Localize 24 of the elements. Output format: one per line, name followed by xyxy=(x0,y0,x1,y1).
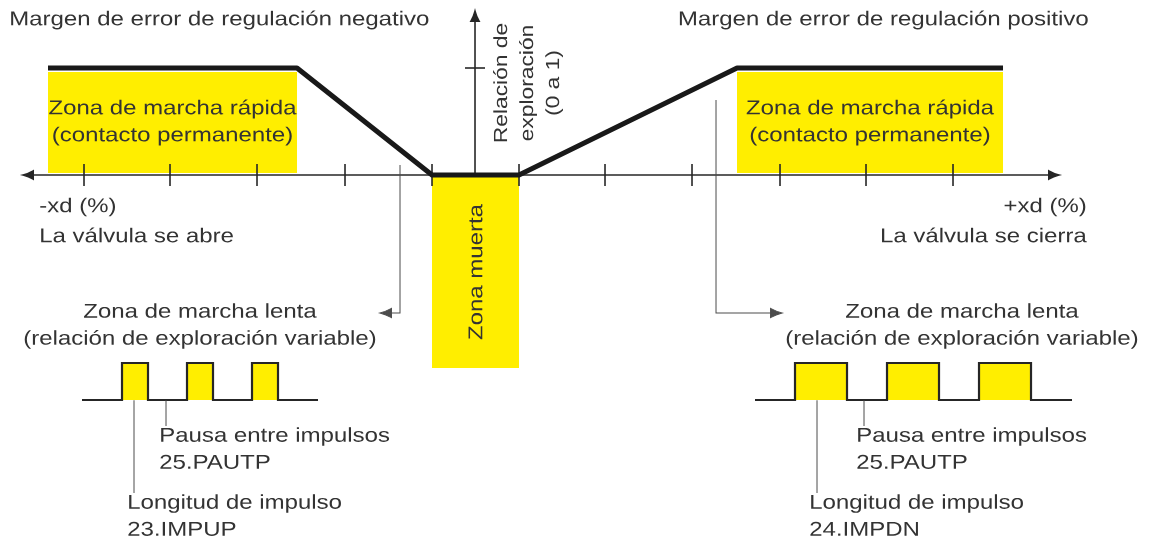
section-title: Margen de error de regulación positivo xyxy=(679,10,1088,30)
axis-label: +xd (%) xyxy=(1004,197,1086,217)
fast-zone-box: Zona de marcha rápida (contacto permanente) xyxy=(48,72,297,173)
section-title: Margen de error de regulación negativo xyxy=(11,10,429,30)
dead-zone-band: Zona muerta xyxy=(432,176,519,368)
leader-arrow xyxy=(715,99,783,319)
leader-line xyxy=(133,399,135,494)
axis-label: Relación de exploración (0 a 1) xyxy=(493,23,563,142)
parameter-label: Pausa entre impulsos 25.PAUTP xyxy=(160,427,390,469)
axis-label: La válvula se abre xyxy=(41,227,233,243)
parameter-label: Longitud de impulso 24.IMPDN xyxy=(810,494,1023,536)
leader-line xyxy=(165,399,167,427)
pulse-train-drawing xyxy=(82,361,318,402)
axis-label: -xd (%) xyxy=(40,197,116,217)
fast-zone-box: Zona de marcha rápida (contacto permanente) xyxy=(737,72,1003,173)
parameter-label: Pausa entre impulsos 25.PAUTP xyxy=(857,427,1087,469)
leader-line xyxy=(863,399,865,427)
leader-line xyxy=(816,399,818,494)
leader-arrow xyxy=(379,164,401,319)
zone-label: Zona de marcha lenta (relación de exploración variable) xyxy=(786,303,1138,349)
parameter-label: Longitud de impulso 23.IMPUP xyxy=(128,494,341,536)
axis-label: La válvula se cierra xyxy=(882,227,1087,243)
pulse-train-drawing xyxy=(755,361,1072,402)
zone-label: Zona de marcha lenta (relación de exploración variable) xyxy=(24,303,376,349)
